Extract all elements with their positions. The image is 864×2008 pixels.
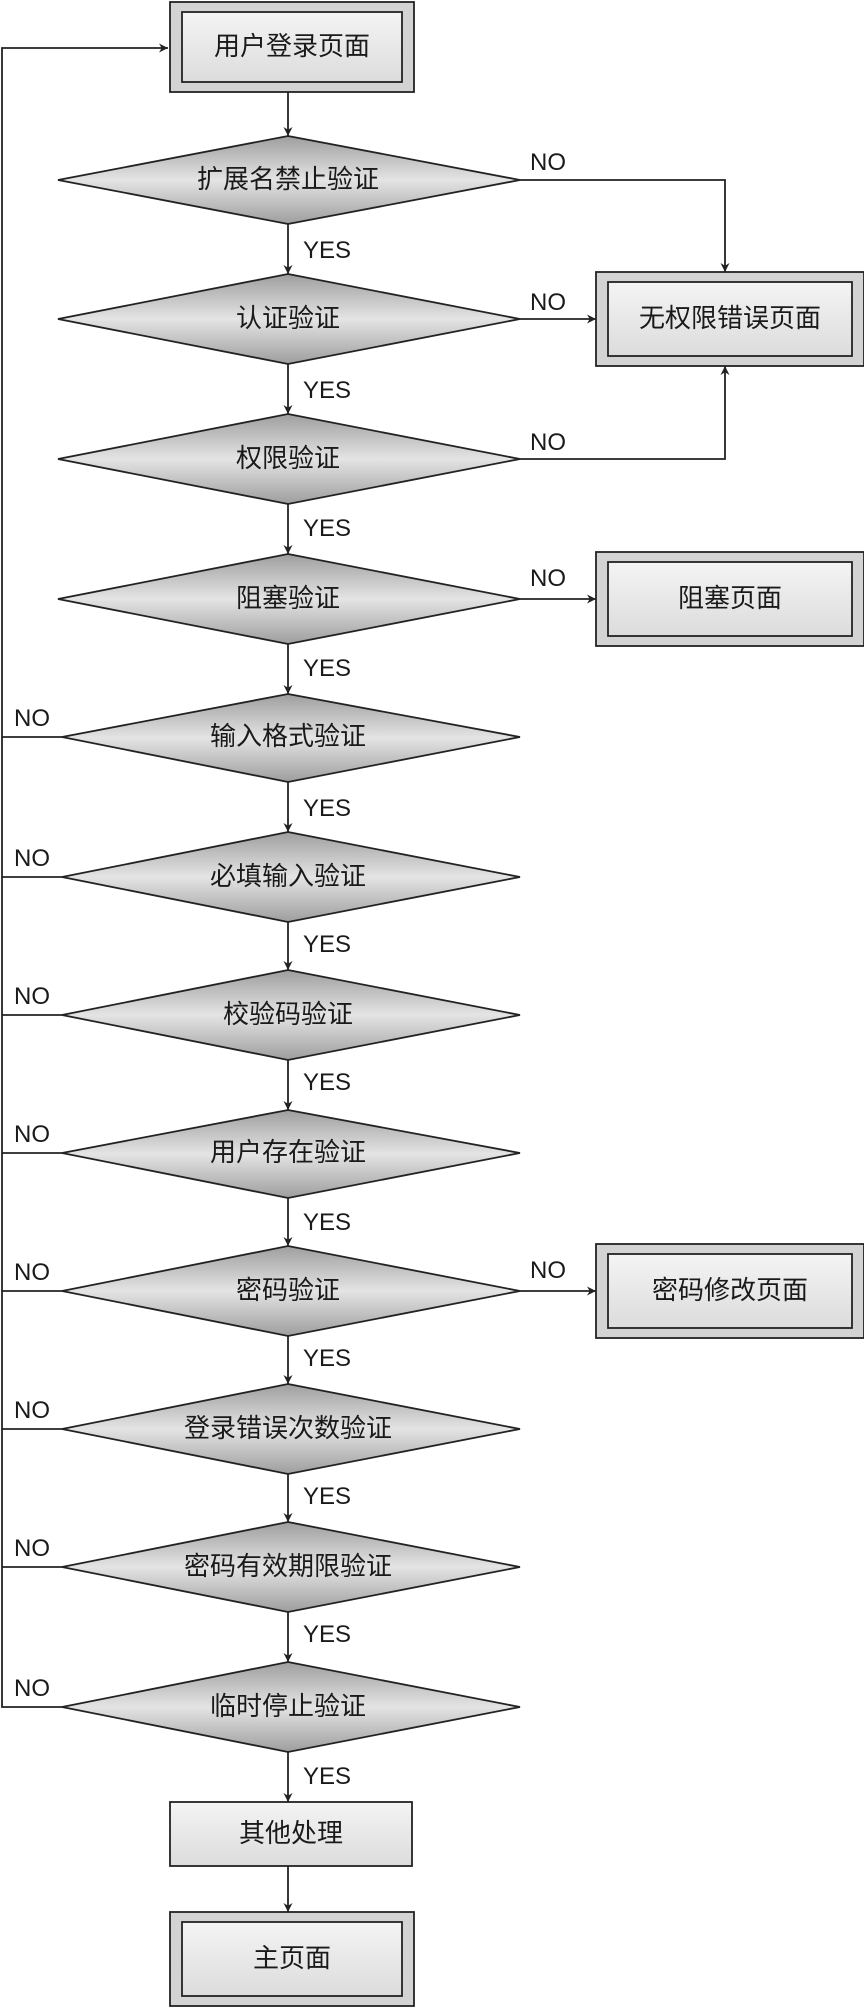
no-label: NO bbox=[530, 1257, 566, 1284]
decision-label: 密码验证 bbox=[236, 1276, 340, 1306]
box-label: 主页面 bbox=[253, 1944, 331, 1974]
decision-required-check: 必填输入验证 bbox=[61, 831, 521, 923]
no-label: NO bbox=[530, 149, 566, 176]
decision-attempts-check: 登录错误次数验证 bbox=[61, 1383, 521, 1475]
yes-label: YES bbox=[303, 1763, 351, 1790]
decision-captcha-check: 校验码验证 bbox=[61, 969, 521, 1061]
box-label: 其他处理 bbox=[239, 1819, 343, 1849]
diamond-shape bbox=[57, 553, 521, 645]
diamond-shape bbox=[57, 413, 521, 505]
diamond-shape bbox=[61, 1383, 521, 1475]
yes-label: YES bbox=[303, 1621, 351, 1648]
box-no-perm-page: 无权限错误页面 bbox=[595, 271, 864, 367]
diamond-shape bbox=[61, 1245, 521, 1337]
no-label: NO bbox=[530, 289, 566, 316]
no-label: NO bbox=[14, 1121, 50, 1148]
decision-label: 认证验证 bbox=[236, 304, 340, 334]
diamond-shape bbox=[57, 273, 521, 365]
box-blocked-page: 阻塞页面 bbox=[595, 551, 864, 647]
box-frame bbox=[169, 1801, 413, 1867]
no-label: NO bbox=[14, 983, 50, 1010]
diamond-shape bbox=[61, 693, 521, 783]
decision-user-check: 用户存在验证 bbox=[61, 1109, 521, 1199]
box-login: 用户登录页面 bbox=[169, 1, 415, 93]
no-labels: NO NO NO NO NO NO NO NO NO NO NO NO NO bbox=[14, 149, 566, 1702]
decision-label: 校验码验证 bbox=[223, 1000, 353, 1030]
box-pwd-change-page: 密码修改页面 bbox=[595, 1243, 864, 1339]
diamond-shape bbox=[57, 135, 521, 225]
diamond-shape bbox=[61, 969, 521, 1061]
diamond-shape bbox=[61, 831, 521, 923]
diamond-shape bbox=[61, 1109, 521, 1199]
box-inner bbox=[607, 1253, 853, 1329]
decision-label: 登录错误次数验证 bbox=[184, 1414, 392, 1444]
decision-suspend-check: 临时停止验证 bbox=[61, 1661, 521, 1753]
decision-label: 用户存在验证 bbox=[210, 1138, 366, 1168]
decision-pwd-check: 密码验证 bbox=[61, 1245, 521, 1337]
yes-labels: YES YES YES YES YES YES YES YES YES YES … bbox=[303, 237, 351, 1790]
no-label: NO bbox=[14, 1259, 50, 1286]
yes-label: YES bbox=[303, 1345, 351, 1372]
decision-label: 密码有效期限验证 bbox=[184, 1552, 392, 1582]
box-label: 阻塞页面 bbox=[678, 584, 782, 614]
yes-label: YES bbox=[303, 931, 351, 958]
no-label: NO bbox=[14, 1535, 50, 1562]
no-label: NO bbox=[14, 1397, 50, 1424]
edge-ext-noperm bbox=[520, 179, 730, 272]
decision-expiry-check: 密码有效期限验证 bbox=[61, 1521, 521, 1613]
yes-label: YES bbox=[303, 237, 351, 264]
decision-label: 必填输入验证 bbox=[210, 862, 366, 892]
decisions: 扩展名禁止验证 认证验证 权限验证 阻塞验证 输入格式验证 必填输入验证 校验码… bbox=[57, 135, 521, 1753]
decision-label: 输入格式验证 bbox=[210, 722, 366, 752]
yes-label: YES bbox=[303, 377, 351, 404]
box-inner bbox=[607, 561, 853, 637]
decision-label: 阻塞验证 bbox=[236, 584, 340, 614]
box-inner bbox=[181, 11, 403, 83]
edge-perm-noperm bbox=[520, 366, 730, 460]
yes-label: YES bbox=[303, 655, 351, 682]
box-inner bbox=[181, 1921, 403, 1997]
no-label: NO bbox=[14, 1675, 50, 1702]
box-label: 无权限错误页面 bbox=[639, 304, 821, 334]
yes-label: YES bbox=[303, 515, 351, 542]
decision-label: 权限验证 bbox=[236, 444, 340, 474]
box-label: 密码修改页面 bbox=[652, 1276, 808, 1306]
decision-ext-check: 扩展名禁止验证 bbox=[57, 135, 521, 225]
diamond-shape bbox=[61, 1521, 521, 1613]
no-label: NO bbox=[14, 705, 50, 732]
decision-block-check: 阻塞验证 bbox=[57, 553, 521, 645]
box-label: 用户登录页面 bbox=[214, 32, 370, 62]
edge-loop-main bbox=[1, 43, 168, 738]
yes-label: YES bbox=[303, 1483, 351, 1510]
yes-label: YES bbox=[303, 795, 351, 822]
no-label: NO bbox=[530, 429, 566, 456]
yes-label: YES bbox=[303, 1069, 351, 1096]
no-label: NO bbox=[14, 845, 50, 872]
edge-loop-suspend bbox=[1, 737, 62, 1708]
box-inner bbox=[607, 281, 853, 357]
decision-auth-check: 认证验证 bbox=[57, 273, 521, 365]
boxes: 用户登录页面 无权限错误页面 阻塞页面 密码修改页面 其他处理 主页面 bbox=[169, 1, 864, 2007]
no-label: NO bbox=[530, 565, 566, 592]
yes-label: YES bbox=[303, 1209, 351, 1236]
box-main: 主页面 bbox=[169, 1911, 415, 2007]
box-other: 其他处理 bbox=[169, 1801, 413, 1867]
decision-label: 临时停止验证 bbox=[210, 1692, 366, 1722]
decision-format-check: 输入格式验证 bbox=[61, 693, 521, 783]
decision-perm-check: 权限验证 bbox=[57, 413, 521, 505]
edges bbox=[1, 43, 730, 1912]
diamond-shape bbox=[61, 1661, 521, 1753]
decision-label: 扩展名禁止验证 bbox=[197, 165, 379, 195]
